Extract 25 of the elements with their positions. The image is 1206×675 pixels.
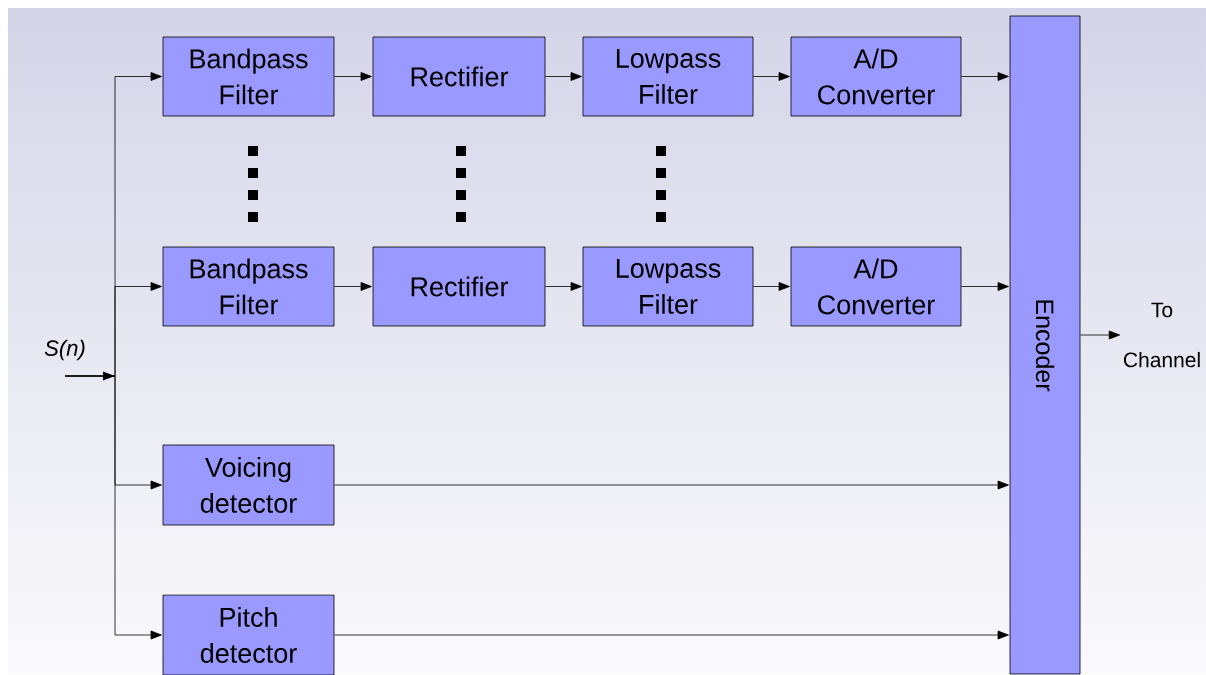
arrow bbox=[753, 282, 790, 291]
process-box: A/D Converter bbox=[790, 36, 962, 117]
process-box: Rectifier bbox=[372, 36, 546, 117]
process-box: Bandpass Filter bbox=[162, 36, 335, 117]
process-box: Voicing detector bbox=[162, 444, 335, 526]
arrow bbox=[334, 72, 372, 81]
arrow bbox=[334, 282, 372, 291]
arrow bbox=[1080, 330, 1121, 340]
arrow bbox=[961, 282, 1009, 291]
arrow bbox=[545, 282, 582, 291]
arrow bbox=[753, 72, 790, 81]
encoder-box: Encoder bbox=[1009, 15, 1081, 675]
process-box: A/D Converter bbox=[790, 246, 962, 327]
process-box: Bandpass Filter bbox=[162, 246, 335, 327]
signal-label: S(n) bbox=[44, 339, 85, 361]
arrow bbox=[545, 72, 582, 81]
process-box: Pitch detector bbox=[162, 594, 335, 675]
arrow bbox=[64, 375, 162, 640]
arrow bbox=[334, 480, 1009, 490]
process-box: Rectifier bbox=[372, 246, 546, 327]
process-box: Lowpass Filter bbox=[582, 36, 754, 117]
arrow bbox=[961, 72, 1009, 81]
output-label: To Channel bbox=[1123, 302, 1200, 368]
arrow bbox=[334, 630, 1009, 640]
process-box: Lowpass Filter bbox=[582, 246, 754, 327]
